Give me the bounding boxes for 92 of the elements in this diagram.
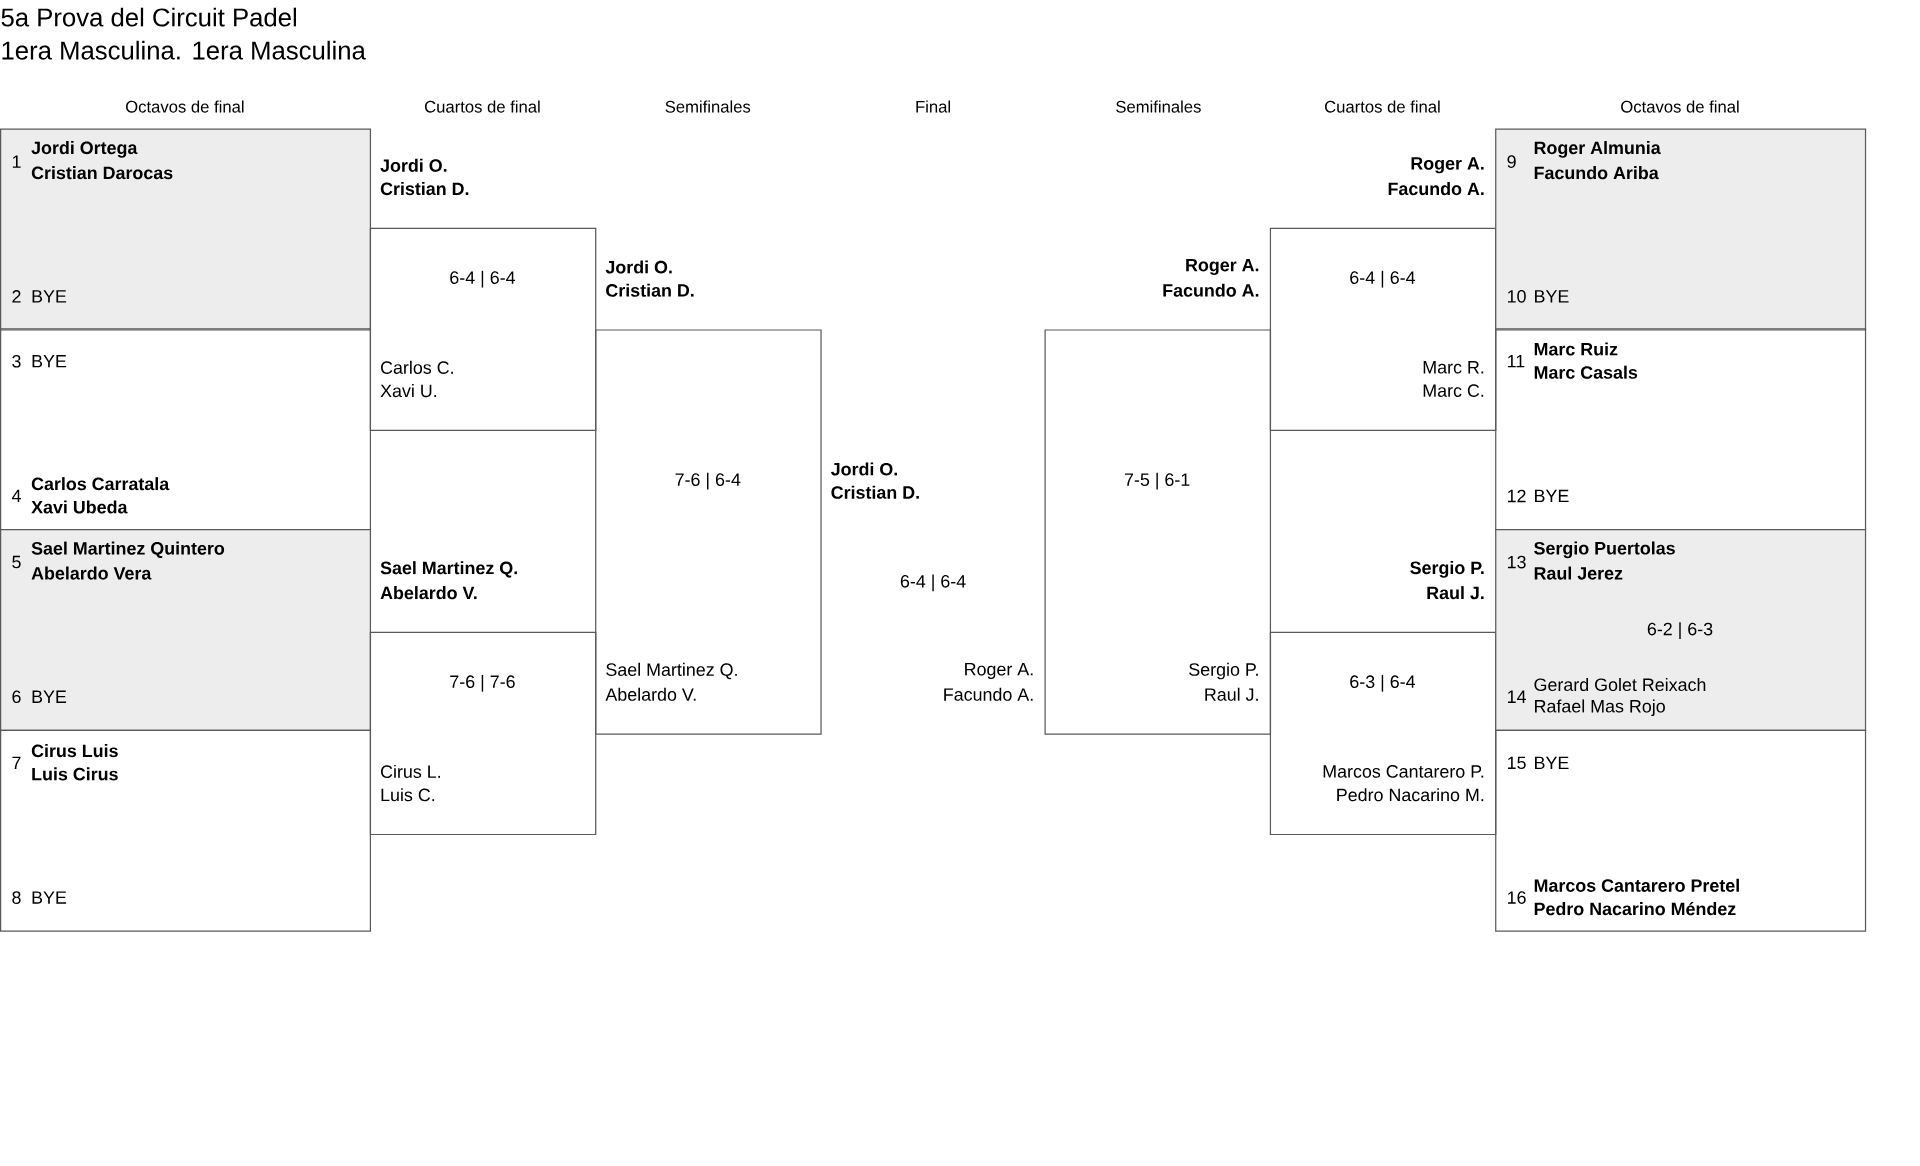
player-name: Sael Martinez Q.	[606, 663, 737, 680]
player-name: Cristian Darocas	[31, 166, 173, 180]
match-box	[0, 529, 372, 732]
seed-number: 2	[12, 290, 21, 303]
score: 6-2 | 6-3	[1647, 622, 1713, 640]
player-name: Sael Martinez Quintero	[31, 541, 225, 559]
match-box	[369, 158, 597, 432]
player-name: Raul J.	[1427, 586, 1484, 600]
seed-number: 16	[1507, 891, 1526, 905]
match-box	[0, 128, 372, 331]
player-name: Pedro Nacarino M.	[1337, 788, 1484, 802]
player-name: Jordi O.	[605, 260, 672, 274]
player-name: Marcos Cantarero P.	[1323, 765, 1484, 778]
player-name: Jordi Ortega	[31, 141, 138, 158]
seed-number: 4	[11, 489, 21, 503]
player-name: Facundo A.	[1163, 283, 1259, 297]
score: 6-4 | 6-4	[450, 270, 516, 288]
player-name: Rafael Mas Rojo	[1535, 699, 1665, 717]
player-name: Sergio P.	[1189, 662, 1258, 680]
player-name: Marc R.	[1423, 361, 1484, 374]
seed-number: 8	[12, 891, 21, 905]
player-name: Facundo Ariba	[1534, 166, 1659, 180]
subtitle: 1era Masculina. 1era Masculina	[2, 40, 366, 60]
score: 6-3 | 6-4	[1350, 675, 1416, 692]
match-box	[1044, 259, 1272, 735]
match-box	[1495, 128, 1867, 331]
player-name: Marcos Cantarero Pretel	[1534, 878, 1739, 893]
column-heading: Octavos de final	[126, 100, 244, 113]
seed-number: 15	[1507, 756, 1526, 770]
player-name: Raul Jerez	[1534, 566, 1623, 580]
player-name: Pedro Nacarino Méndez	[1534, 902, 1736, 916]
player-name: Carlos C.	[381, 360, 453, 375]
score: 7-6 | 6-4	[675, 473, 741, 490]
player-name: Sergio P.	[1410, 561, 1484, 578]
column-heading: Octavos de final	[1621, 100, 1739, 113]
match-box	[1495, 529, 1867, 732]
player-name: Xavi Ubeda	[31, 500, 128, 514]
player-name: Abelardo Vera	[31, 566, 152, 580]
seed-number: 10	[1507, 290, 1526, 303]
score: 6-4 | 6-4	[900, 574, 966, 592]
player-name: Marc C.	[1423, 384, 1484, 398]
player-name: Sergio Puertolas	[1534, 541, 1675, 559]
seed-number: 3	[12, 355, 21, 368]
match-box	[0, 729, 372, 932]
player-name: Abelardo V.	[605, 687, 696, 701]
player-name: Cirus Luis	[31, 744, 118, 758]
player-name: BYE	[1535, 489, 1569, 503]
seed-number: 1	[12, 155, 21, 168]
score: 7-6 | 7-6	[450, 675, 515, 692]
column-heading: Semifinales	[1116, 100, 1201, 113]
player-name: Luis C.	[381, 788, 435, 802]
seed-number: 9	[1507, 155, 1516, 169]
player-name: BYE	[32, 290, 67, 303]
match-box	[1495, 729, 1867, 932]
player-name: Marc Casals	[1534, 365, 1638, 379]
column-heading: Semifinales	[665, 100, 751, 113]
column-heading: Cuartos de final	[425, 100, 540, 113]
player-name: Cirus L.	[381, 765, 441, 779]
seed-number: 14	[1507, 690, 1526, 704]
player-name: BYE	[1535, 290, 1569, 303]
match-box	[595, 260, 822, 735]
player-name: Facundo A.	[1388, 182, 1484, 196]
player-name: BYE	[32, 891, 67, 904]
player-name: Cristian D.	[380, 182, 469, 196]
seed-number: 6	[12, 690, 21, 704]
player-name: Marc Ruiz	[1534, 342, 1618, 356]
player-name: Xavi U.	[380, 384, 437, 398]
column-heading: Cuartos de final	[1325, 100, 1440, 113]
player-name: Sael Martinez Q.	[380, 561, 517, 578]
player-name: Abelardo V.	[380, 586, 477, 600]
seed-number: 7	[12, 756, 21, 770]
seed-number: 13	[1507, 555, 1526, 569]
score: 7-5 | 6-1	[1124, 473, 1190, 490]
player-name: Cristian D.	[606, 283, 694, 297]
seed-number: 11	[1507, 355, 1525, 368]
seed-number: 12	[1507, 489, 1526, 503]
player-name: Raul J.	[1205, 687, 1258, 701]
column-heading: Final	[916, 100, 950, 113]
player-name: BYE	[32, 690, 67, 704]
player-name: BYE	[1535, 756, 1569, 770]
player-name: Jordi O.	[380, 158, 447, 172]
player-name: Gerard Golet Reixach	[1534, 678, 1706, 692]
player-name: Roger Almunia	[1534, 141, 1661, 158]
player-name: Roger A.	[1186, 259, 1259, 276]
player-name: Carlos Carratala	[31, 477, 170, 491]
title: 5a Prova del Circuit Padel	[1, 7, 296, 27]
score: 6-4 | 6-4	[1350, 270, 1416, 288]
player-name: Luis Cirus	[32, 767, 118, 781]
player-name: Roger A.	[1411, 157, 1484, 174]
seed-number: 5	[12, 555, 21, 569]
match-box	[369, 561, 597, 836]
player-name: BYE	[32, 355, 67, 368]
